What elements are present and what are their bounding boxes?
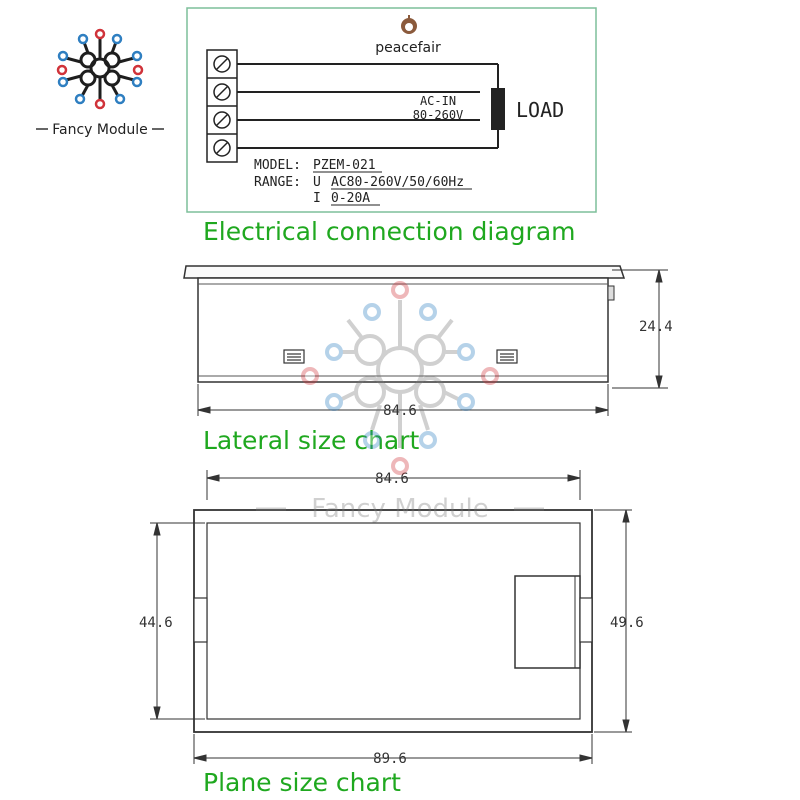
terminal-block xyxy=(206,49,238,163)
model-label: MODEL: xyxy=(254,158,301,173)
lateral-size-chart: 24.4 84.6 Lateral size chart xyxy=(183,265,673,455)
ac-in-label: AC-IN xyxy=(420,94,456,108)
plane-clip-left xyxy=(193,597,208,643)
range-i-symbol: I xyxy=(313,191,321,206)
fancy-module-logo: Fancy Module xyxy=(36,28,164,138)
plane-bottom-width-label: 89.6 xyxy=(373,751,407,767)
lateral-caption: Lateral size chart xyxy=(203,426,420,455)
lateral-width-label: 84.6 xyxy=(383,403,417,419)
voltage-label: 80-260V xyxy=(413,108,464,122)
plane-left-height-label: 44.6 xyxy=(139,615,173,631)
plane-bottom-width-dimension xyxy=(193,734,593,764)
connection-diagram: peacefair LOAD AC-IN 80-260V MODEL: xyxy=(186,7,597,246)
connection-caption: Electrical connection diagram xyxy=(203,217,576,246)
range-i-value: 0-20A xyxy=(331,191,370,206)
watermark-text: Fancy Module xyxy=(311,494,488,524)
fancy-module-watermark: Fancy Module xyxy=(256,281,544,524)
range-u-value: AC80-260V/50/60Hz xyxy=(331,175,464,190)
plane-left-height-dimension xyxy=(150,522,205,720)
lateral-body xyxy=(197,277,609,383)
model-value: PZEM-021 xyxy=(313,158,376,173)
lateral-clip-right xyxy=(496,349,518,364)
plane-size-chart: 84.6 44.6 49.6 xyxy=(139,470,644,797)
lateral-height-dimension xyxy=(612,269,668,389)
load-label: LOAD xyxy=(516,98,564,122)
plane-clip-right xyxy=(579,597,593,643)
plane-caption: Plane size chart xyxy=(203,768,401,797)
logo-text: Fancy Module xyxy=(52,122,148,138)
load-resistor-icon xyxy=(491,88,505,130)
maker-label: peacefair xyxy=(375,40,441,56)
lateral-height-label: 24.4 xyxy=(639,319,673,335)
range-u-symbol: U xyxy=(313,175,321,190)
range-label: RANGE: xyxy=(254,175,301,190)
plane-top-width-dimension xyxy=(206,470,581,500)
peacefair-logo-icon xyxy=(401,15,417,34)
plane-connector-block xyxy=(514,575,581,669)
lateral-clip-left xyxy=(283,349,305,364)
lateral-width-dimension xyxy=(197,384,609,416)
plane-right-height-label: 49.6 xyxy=(610,615,644,631)
wiring xyxy=(237,63,499,149)
diagram-frame xyxy=(186,7,597,213)
spec-table: MODEL: PZEM-021 RANGE: U AC80-260V/50/60… xyxy=(254,158,464,206)
plane-top-width-label: 84.6 xyxy=(375,471,409,487)
plane-right-height-dimension xyxy=(594,509,632,733)
lateral-bezel xyxy=(183,265,626,279)
